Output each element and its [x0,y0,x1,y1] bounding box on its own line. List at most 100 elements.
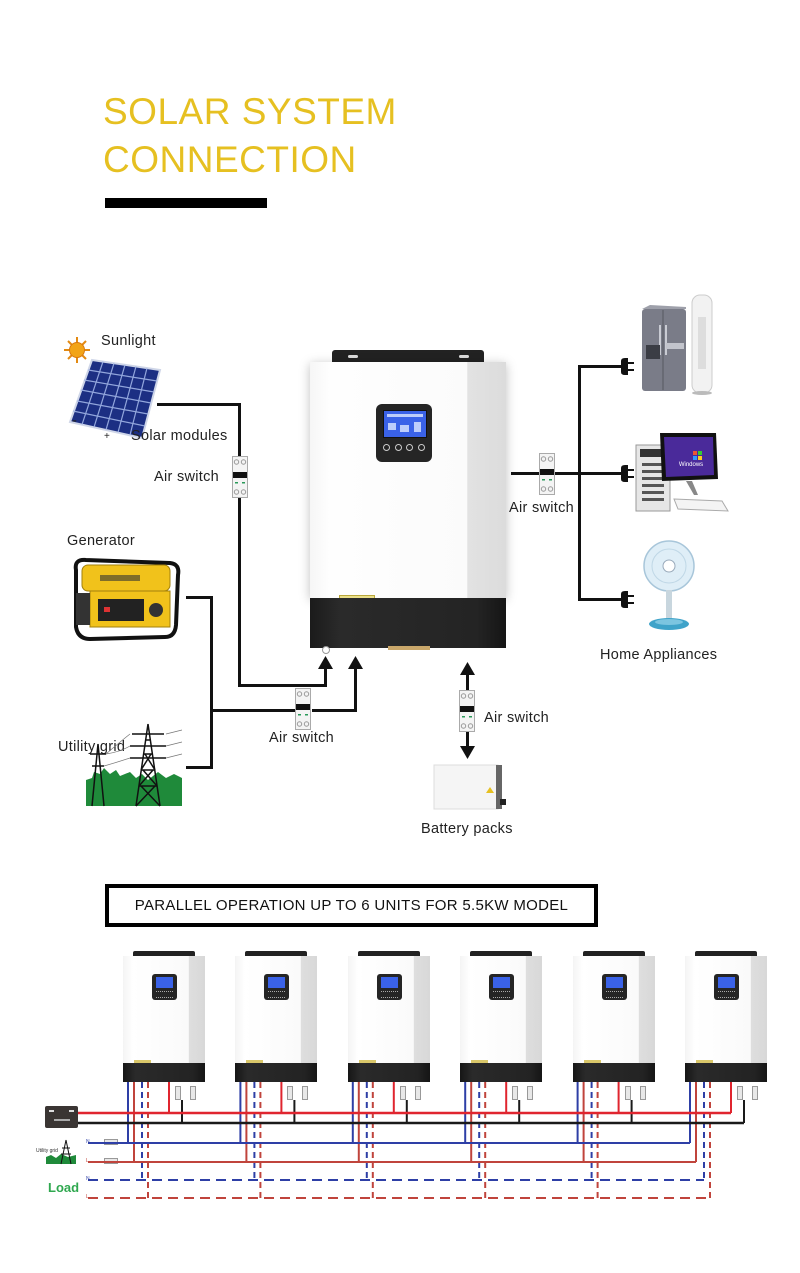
unit-caution-label [583,1060,601,1063]
computer-icon: Windows [635,433,729,512]
unit-lcd-screen [718,977,735,988]
unit-lcd-screen [493,977,511,988]
battery-wire-bottom [466,732,469,748]
load-wire-computer [555,472,625,475]
unit-lcd-screen [268,977,286,988]
arrow-up-icon [348,656,363,669]
grid-wire [186,766,213,769]
utility-grid-label: Utility grid [58,739,126,755]
svg-text:Windows: Windows [679,462,703,468]
output-air-switch-label: Air switch [509,500,575,516]
load-label: Load [48,1180,80,1195]
load-l-label: L [86,1194,89,1200]
utility-grid-small-icon [46,1139,76,1165]
unit-base [685,1063,767,1082]
lcd-button[interactable] [383,444,390,451]
battery-icon [45,1106,78,1128]
parallel-inverter-unit [235,951,318,1082]
dc-breaker-icon [302,1086,309,1100]
unit-caution-label [696,1060,713,1063]
unit-top-bracket [357,951,420,957]
dc-breaker-icon [175,1086,181,1100]
inverter: CAUTION [310,350,506,654]
utility-grid-icon [86,723,183,807]
load-wire-fan [578,598,625,601]
battery-packs-label: Battery packs [421,821,513,837]
unit-lcd-panel [489,974,515,1000]
source-bus-wire [210,596,213,769]
lcd-screen [383,410,427,438]
parallel-inverter-unit [460,951,543,1082]
dc-breaker-icon [190,1086,196,1100]
parallel-inverter-unit [685,951,767,1082]
lcd-button[interactable] [406,444,414,451]
unit-base [572,1063,655,1082]
unit-lcd-buttons [605,991,623,998]
input-air-switch-label: Air switch [269,730,335,746]
parallel-inverter-unit [123,951,205,1082]
air-conditioner-icon [691,294,713,395]
lcd-button[interactable] [417,444,425,451]
electric-fan-icon [643,540,695,630]
dc-breaker-icon [624,1086,631,1100]
unit-base [235,1063,318,1082]
grid-n-label: N [86,1139,90,1145]
arrow-down-icon [460,746,475,759]
unit-caution-label [134,1060,151,1063]
title-line-2: CONNECTION [103,139,357,180]
dc-breaker-icon [399,1086,406,1100]
parallel-inverter-unit [572,951,655,1082]
unit-lcd-buttons [268,991,286,998]
battery-air-switch-label: Air switch [484,710,550,726]
home-appliances-label: Home Appliances [600,647,718,663]
load-n-label: N [86,1176,90,1182]
ac-input-wire-up [354,668,357,712]
unit-lcd-panel [264,974,290,1000]
terminal-strip [388,646,430,650]
utility-grid-small-label: Utility grid [36,1148,58,1154]
sunlight-label: Sunlight [101,333,156,349]
ac-input-wire [210,709,296,712]
unit-lcd-screen [380,977,398,988]
lcd-button[interactable] [394,444,402,451]
ground-screw [322,646,330,654]
solar-wire [157,403,241,406]
generator-wire [186,596,213,599]
generator-icon [73,557,181,642]
title-underline [105,198,267,208]
air-switch-output-icon [539,453,555,495]
unit-top-bracket [695,951,757,957]
title-line-1: SOLAR SYSTEM [103,91,397,132]
inverter-base [310,598,506,648]
inverter-body [310,362,506,598]
refrigerator-icon [642,305,686,391]
solar-wire-down [238,497,241,686]
unit-lcd-panel [601,974,627,1000]
unit-base [460,1063,543,1082]
lcd-panel [376,404,432,462]
solar-wire-vertical [238,403,241,457]
solar-modules-label: Solar modules [131,428,228,444]
arrow-up-icon [318,656,333,669]
unit-lcd-buttons [156,991,173,998]
battery-pack-icon [433,764,506,810]
solar-plus-label: + [104,431,111,442]
dc-breaker-icon [527,1086,534,1100]
dc-breaker-icon [287,1086,294,1100]
inverter-top-bracket [332,350,484,364]
unit-top-bracket [470,951,533,957]
unit-base [347,1063,430,1082]
dc-breaker-icon [512,1086,519,1100]
arrow-up-icon [460,662,475,675]
sun-icon [64,337,90,363]
air-switch-solar-icon [232,456,248,498]
unit-lcd-buttons [718,991,735,998]
unit-base [123,1063,205,1082]
dc-breaker-icon [752,1086,758,1100]
ac-output-wire [511,472,539,475]
plug-icon [621,465,634,482]
ac-input-wire-2 [312,709,357,712]
air-switch-battery-icon [459,690,475,732]
battery-wire-top [466,674,469,690]
solar-panel-icon [68,358,162,440]
